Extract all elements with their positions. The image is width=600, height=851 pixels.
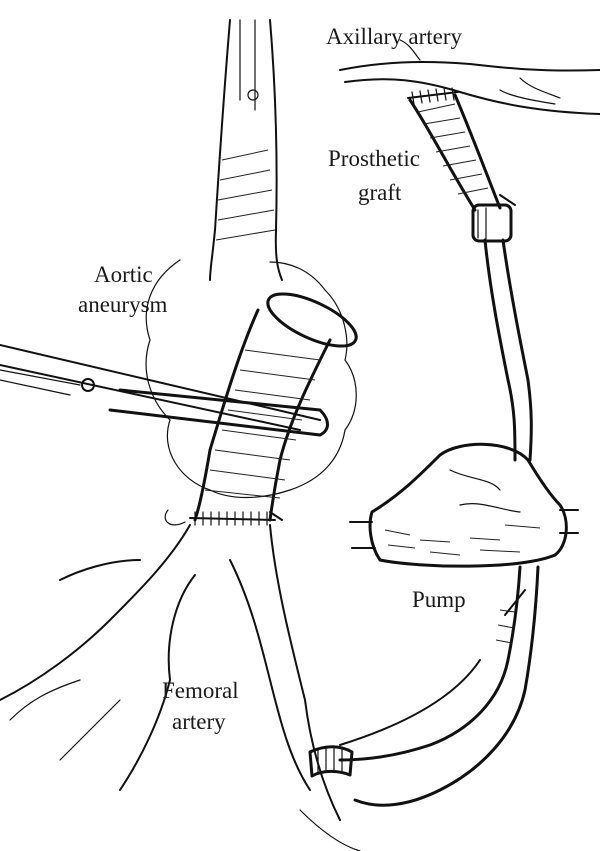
tube-lower xyxy=(338,565,540,807)
label-aortic-aneurysm-line1: Aortic xyxy=(94,262,153,287)
tube-upper xyxy=(483,238,533,462)
label-aortic-aneurysm-line2: aneurysm xyxy=(78,292,168,317)
aneurysm-sac xyxy=(145,259,357,499)
vascular-clamp xyxy=(0,344,329,437)
aortic-graft xyxy=(189,292,358,526)
label-axillary-artery: Axillary artery xyxy=(326,24,463,49)
pump-device xyxy=(349,442,579,568)
label-femoral-artery-line2: artery xyxy=(172,709,226,734)
femoral-vessels xyxy=(0,524,361,851)
label-prosthetic-graft-line1: Prosthetic xyxy=(328,146,420,171)
label-prosthetic-graft-line2: graft xyxy=(358,180,402,205)
prosthetic-graft-upper xyxy=(407,87,516,243)
aorta-upper xyxy=(209,19,283,281)
label-pump: Pump xyxy=(412,587,466,612)
axillary-artery xyxy=(339,39,600,115)
vessel-loop xyxy=(164,509,186,526)
label-femoral-artery-line1: Femoral xyxy=(162,678,239,703)
